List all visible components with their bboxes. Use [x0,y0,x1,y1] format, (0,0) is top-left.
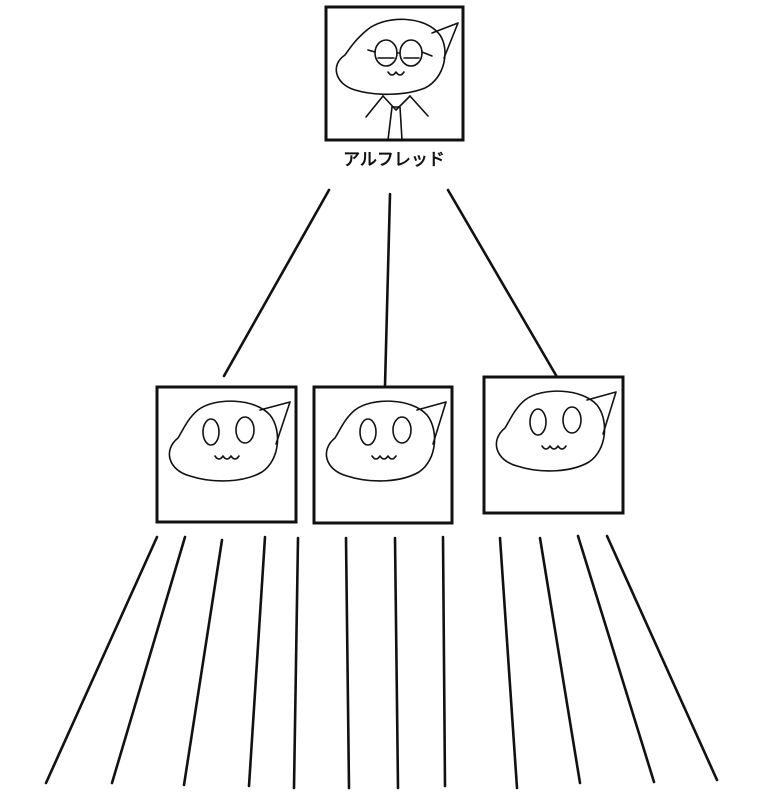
descendant-line [292,536,300,790]
descendant-line [576,534,656,784]
child-node-1 [155,385,298,524]
child-node-2 [312,385,454,525]
root-label: アルフレッド [343,150,445,170]
child-1-descendant-lines [44,535,300,790]
descendant-line [344,536,351,790]
connector-root-child-1 [222,188,331,378]
child-1-portrait-icon [168,400,291,482]
connector-root-child-2 [383,192,392,388]
descendant-line [538,536,582,785]
child-3-portrait-icon [495,390,617,472]
child-3-descendant-lines [498,534,719,790]
descendant-line [441,535,447,788]
child-1-portrait-frame [155,385,298,524]
connector-root-child-3 [446,188,559,379]
child-3-portrait-frame [482,375,625,515]
descendant-line [393,536,400,790]
descendant-line [247,535,267,788]
root-portrait-icon [335,18,459,141]
descendant-line [182,538,224,787]
root-connectors [222,188,559,388]
descendant-line [110,535,187,785]
descendant-line [498,536,519,790]
child-2-portrait-frame [312,385,454,525]
child-node-3 [482,375,625,515]
root-node: アルフレッド [324,5,465,170]
child-2-descendant-lines [344,535,447,790]
descendant-line [605,534,719,782]
descendant-line [44,535,159,785]
child-2-portrait-icon [325,400,447,482]
